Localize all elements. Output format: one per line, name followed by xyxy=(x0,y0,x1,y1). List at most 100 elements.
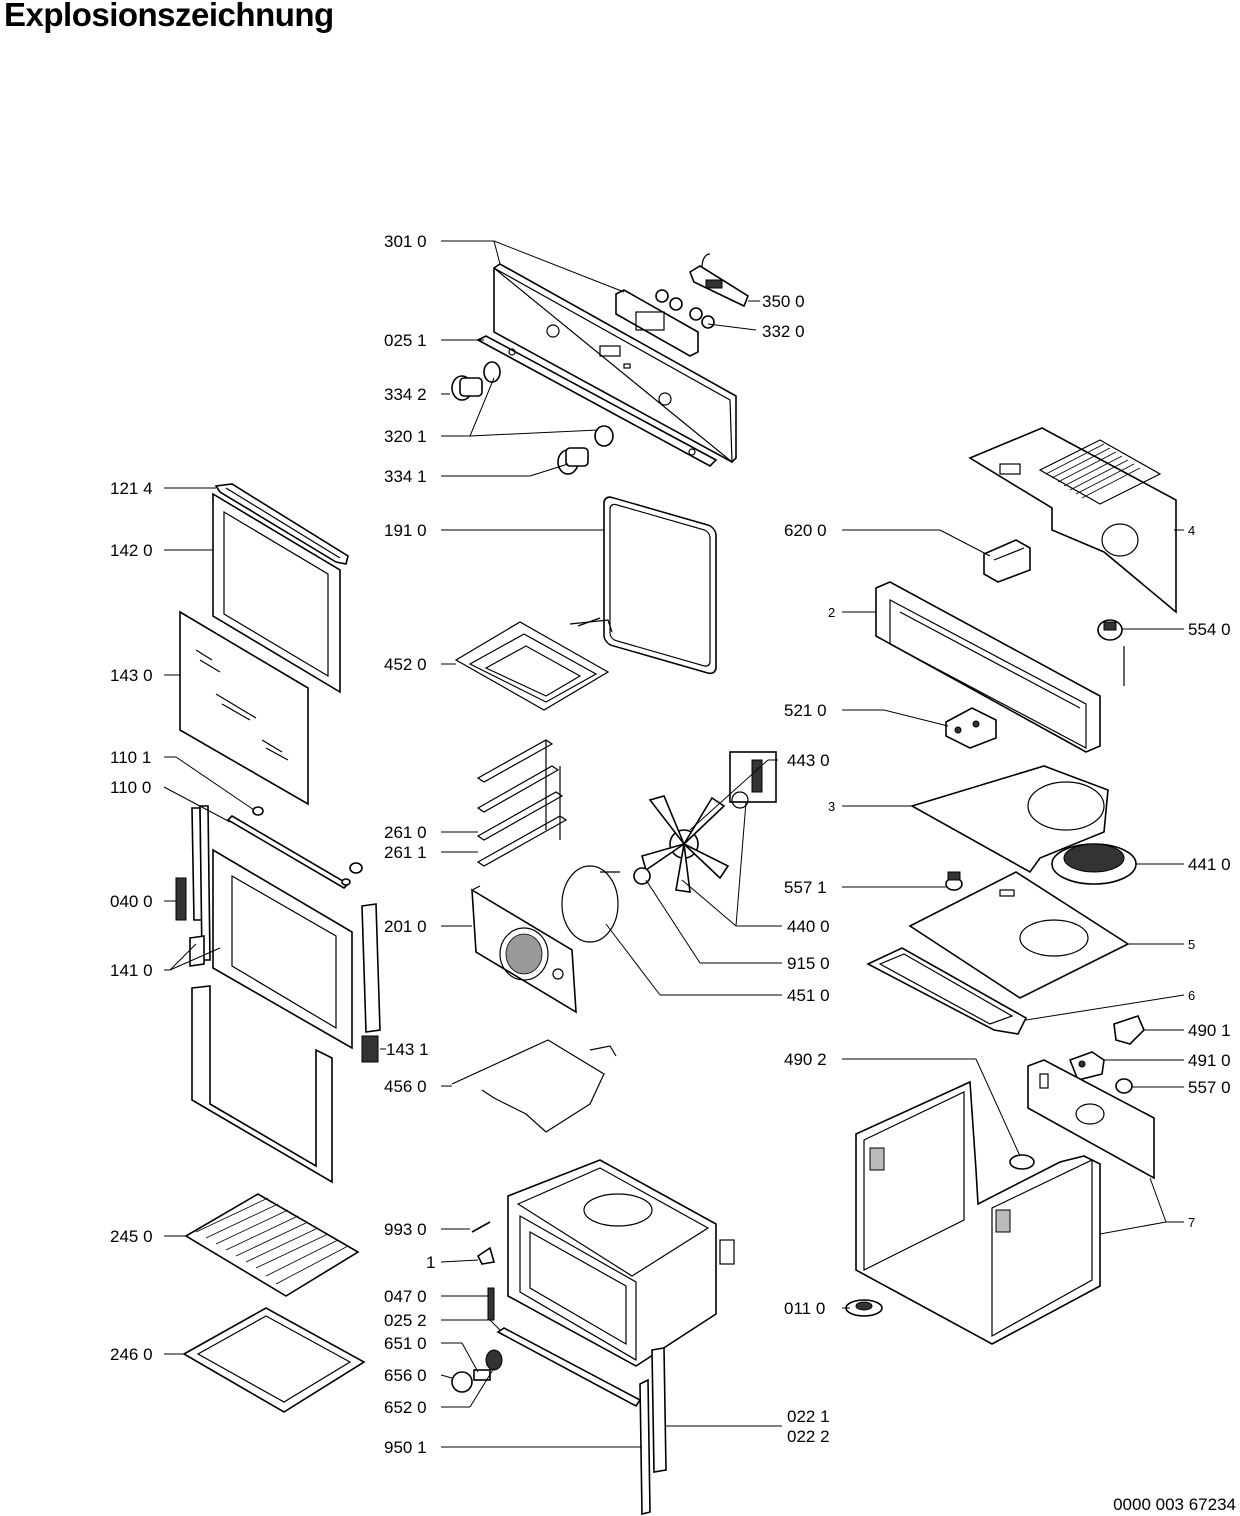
ring-heating-element xyxy=(561,865,620,943)
label-301-0: 301 0 xyxy=(384,232,427,251)
label-440-0: 440 0 xyxy=(787,917,830,936)
screw xyxy=(471,1221,491,1233)
foot-011 xyxy=(845,1299,883,1317)
label-452-0: 452 0 xyxy=(384,655,427,674)
baffle-plate xyxy=(909,765,1109,874)
socket-2 xyxy=(669,297,683,311)
label-261-0: 261 0 xyxy=(384,823,427,842)
label-620-0: 620 0 xyxy=(784,521,827,540)
label-141-0: 141 0 xyxy=(110,961,153,980)
label-110-0: 110 0 xyxy=(110,778,151,797)
door-hinge-bar xyxy=(226,806,363,890)
label-6: 6 xyxy=(1188,988,1195,1003)
label-261-1: 261 1 xyxy=(384,843,427,862)
baking-tray xyxy=(182,1307,366,1413)
label-246-0: 246 0 xyxy=(110,1345,153,1364)
part-labels: 301 0 350 0 332 0 025 1 334 2 320 1 334 … xyxy=(110,232,1236,1514)
label-3: 3 xyxy=(828,799,835,814)
label-334-2: 334 2 xyxy=(384,385,427,404)
label-191-0: 191 0 xyxy=(384,521,427,540)
label-491-0: 491 0 xyxy=(1188,1051,1231,1070)
fan-blade xyxy=(633,795,730,893)
label-332-0: 332 0 xyxy=(762,322,805,341)
part-490-1 xyxy=(1113,1015,1145,1045)
thermostat-554 xyxy=(1097,619,1125,686)
safety-thermostat-557-1 xyxy=(945,871,963,891)
label-490-2: 490 2 xyxy=(784,1050,827,1069)
label-025-1: 025 1 xyxy=(384,331,427,350)
label-451-0: 451 0 xyxy=(787,986,830,1005)
label-651-0: 651 0 xyxy=(384,1334,427,1353)
thermostat-557-0 xyxy=(1115,1078,1133,1094)
label-950-1: 950 1 xyxy=(384,1438,427,1457)
door-hinge-right xyxy=(361,903,381,1063)
label-4: 4 xyxy=(1188,523,1195,538)
leader-lines xyxy=(163,240,1185,1448)
label-201-0: 201 0 xyxy=(384,917,427,936)
label-047-0: 047 0 xyxy=(384,1287,427,1306)
label-443-0: 443 0 xyxy=(787,751,830,770)
label-110-1: 110 1 xyxy=(110,748,151,767)
panel-trim-strip xyxy=(476,335,718,467)
part-490-2 xyxy=(1009,1154,1035,1170)
label-350-0: 350 0 xyxy=(762,292,805,311)
label-490-1: 490 1 xyxy=(1188,1021,1231,1040)
label-121-4: 121 4 xyxy=(110,479,153,498)
fan-cover-plate xyxy=(471,885,577,1014)
label-040-0: 040 0 xyxy=(110,892,153,911)
lower-channel xyxy=(866,947,1028,1035)
label-025-2: 025 2 xyxy=(384,1311,427,1330)
bottom-heating-element xyxy=(451,1039,617,1133)
label-245-0: 245 0 xyxy=(110,1227,153,1246)
door-frame-seal xyxy=(191,985,333,1184)
socket-1 xyxy=(655,289,669,303)
top-heating-element xyxy=(454,617,613,711)
label-2: 2 xyxy=(828,605,835,620)
label-557-0: 557 0 xyxy=(1188,1078,1231,1097)
label-656-0: 656 0 xyxy=(384,1366,427,1385)
label-521-0: 521 0 xyxy=(784,701,827,720)
label-143-1: 143 1 xyxy=(386,1040,429,1059)
electronic-module xyxy=(689,253,749,308)
oven-cavity xyxy=(507,1159,735,1367)
label-652-0: 652 0 xyxy=(384,1398,427,1417)
outer-door-glass xyxy=(212,492,341,694)
inner-door-panel xyxy=(212,848,353,1050)
label-554-0: 554 0 xyxy=(1188,620,1231,639)
control-knob-left xyxy=(451,361,501,401)
label-022-2: 022 2 xyxy=(787,1427,830,1446)
front-frame xyxy=(875,581,1101,753)
shelf-support-rails xyxy=(476,739,568,867)
top-cover-housing xyxy=(968,427,1177,614)
small-bracket xyxy=(487,1287,495,1321)
door-hinge-left xyxy=(175,805,211,967)
label-022-1: 022 1 xyxy=(787,1407,830,1426)
door-top-trim xyxy=(214,483,349,565)
label-456-0: 456 0 xyxy=(384,1077,427,1096)
display-module xyxy=(615,289,699,357)
label-5: 5 xyxy=(1188,937,1195,952)
label-143-0: 143 0 xyxy=(110,666,153,685)
page-title: Explosionszeichnung xyxy=(4,0,334,33)
socket-4 xyxy=(701,315,715,329)
control-knob-right xyxy=(557,425,614,475)
side-rail xyxy=(639,1347,667,1516)
label-1: 1 xyxy=(426,1253,435,1272)
label-142-0: 142 0 xyxy=(110,541,153,560)
label-915-0: 915 0 xyxy=(787,954,830,973)
label-334-1: 334 1 xyxy=(384,467,427,486)
knob-cap xyxy=(451,1371,473,1393)
terminal-block-620 xyxy=(983,539,1031,583)
socket-3 xyxy=(689,307,703,321)
label-011-0: 011 0 xyxy=(784,1299,825,1318)
wire-shelf xyxy=(184,1193,360,1297)
label-993-0: 993 0 xyxy=(384,1220,427,1239)
label-320-1: 320 1 xyxy=(384,427,427,446)
oven-door-seal xyxy=(603,496,717,675)
outer-housing-frame xyxy=(855,1080,1101,1345)
knob-gear xyxy=(485,1349,503,1371)
label-557-1: 557 1 xyxy=(784,878,827,897)
cooling-fan xyxy=(1051,843,1137,885)
terminal-block-521 xyxy=(945,707,997,749)
